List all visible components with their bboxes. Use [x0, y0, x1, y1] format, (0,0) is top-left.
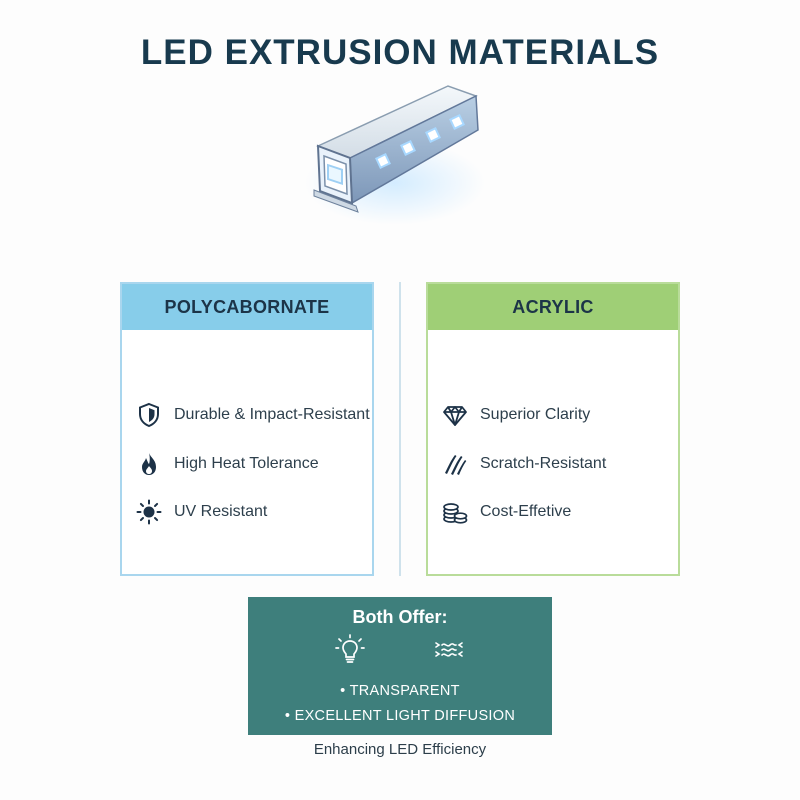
polycarbonate-heading: POLYCABORNATE: [122, 284, 372, 330]
sun-icon: [136, 499, 162, 525]
bullet-light-diffusion: EXCELLENT LIGHT DIFFUSION: [248, 708, 552, 724]
feature-clarity: Superior Clarity: [442, 401, 590, 429]
feature-durable: Durable & Impact-Resistant: [136, 401, 370, 429]
feature-label: UV Resistant: [174, 503, 268, 520]
both-offer-panel: Both Offer: TRANSPARENT EXCELLENT LIGHT …: [248, 597, 552, 735]
feature-label: Durable & Impact-Resistant: [174, 406, 370, 423]
feature-label: Superior Clarity: [480, 406, 591, 423]
feature-cost: Cost-Effetive: [442, 498, 571, 526]
scratch-icon: [442, 451, 468, 477]
feature-heat: High Heat Tolerance: [136, 450, 319, 478]
feature-scratch: Scratch-Resistant: [442, 450, 606, 478]
acrylic-card: ACRYLIC Superior Clarity Scratch-Resista…: [426, 282, 680, 576]
led-extrusion-illustration: [300, 78, 500, 228]
diffusion-icon: [432, 633, 466, 667]
feature-label: Cost-Effetive: [480, 503, 572, 520]
lightbulb-icon: [333, 633, 367, 667]
page-title: LED EXTRUSION MATERIALS: [140, 33, 660, 72]
flame-icon: [136, 451, 162, 477]
center-divider: [399, 282, 401, 576]
polycarbonate-card: POLYCABORNATE Durable & Impact-Resistant…: [120, 282, 374, 576]
acrylic-heading: ACRYLIC: [428, 284, 678, 330]
diamond-icon: [442, 402, 468, 428]
tagline: Enhancing LED Efficiency: [313, 741, 487, 758]
feature-uv: UV Resistant: [136, 498, 267, 526]
coins-icon: [442, 499, 468, 525]
feature-label: Scratch-Resistant: [480, 455, 607, 472]
feature-label: High Heat Tolerance: [174, 455, 319, 472]
both-offer-title: Both Offer:: [352, 607, 448, 627]
bullet-transparent: TRANSPARENT: [248, 683, 552, 699]
shield-icon: [136, 402, 162, 428]
